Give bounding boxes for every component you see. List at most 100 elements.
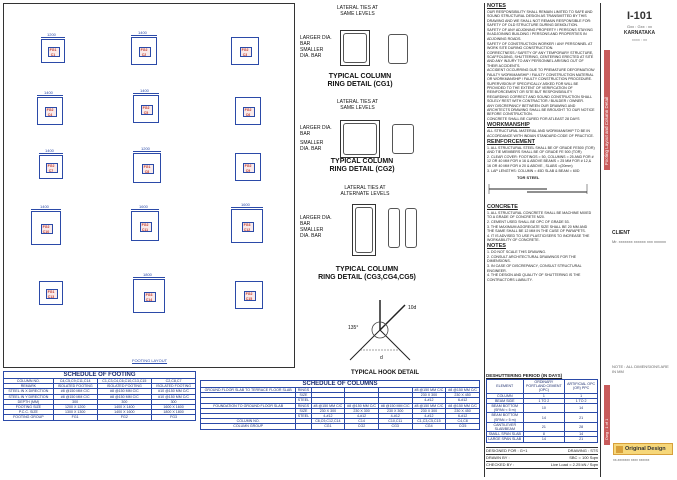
header-cell: C4,C5,C9,C11,C14 [52,377,98,385]
sbc-value: SBC = 100 Sqm [569,455,598,460]
table-cell: #8 @150 MM C/C [445,402,480,409]
general-notes: OUR RESPONSIBILITY SHALL REMAIN LIMITED … [487,10,595,121]
note-item: 1. ALL STRUCTURAL STEEL SHALL BE OF GRAD… [487,146,595,155]
live-load: Live Load = 2.25 kN / Sqm [550,462,598,467]
table-cell: #8 @150 MM C/C [445,386,480,394]
sheet-state: KARNATAKA [623,30,656,36]
table-cell: #10 @150 MM C/C [151,393,196,400]
table-cell: CG4 [411,423,447,430]
cg2-smaller-label: SMALLER DIA. BAR [300,140,324,152]
table-cell: CANTILEVER SLAB/BEAM [486,421,524,433]
table-cell: #8 @150 MM C/C [377,402,413,409]
table-cell: ISOLATED FOOTING [151,383,196,390]
table-cell: 300 [151,398,196,406]
cg3-ring [355,207,373,253]
reinforcement-notes: 1. ALL STRUCTURAL STEEL SHALL BE OF GRAD… [487,146,595,173]
column-name: C12 [243,228,251,232]
table-cell: 8 [522,431,566,438]
table-cell: 28 [564,421,598,433]
dimension-line [133,277,165,278]
note-item: 3. THE MAXIMUM AGGREGATE SIZE SHALL BE 2… [487,224,588,233]
table-cell: BEAM BOTTOM (SPAN < 5 m) [486,402,524,414]
table-cell: 1 TO 2 [522,397,566,405]
lap-diagram [488,183,588,194]
note-item: 1. DO NOT SCALE THIS DRAWING. [487,250,547,255]
note-item: OUR RESPONSIBILITY SHALL REMAIN LIMITED … [487,10,593,23]
column-box [142,164,154,174]
side-divider [600,3,601,477]
table-cell: 21 [564,412,598,423]
cg3-larger-label: LARGER DIA. BAR [300,215,332,227]
column-name: C2 [141,53,147,57]
table-cell: 230 X 450 [445,392,480,399]
table-row: STEEL IN X DIRECTION#8 @150 MM C/C#8 @15… [3,388,196,395]
dimension-note: NOTE : ALL DIMENSIONS ARE IN MM [612,364,669,374]
column-name: C7 [48,169,54,173]
column-name: C6 [245,113,251,117]
note-item: SAFETY OF ANY ADJOINING PROPERTY / PERSO… [487,28,593,41]
dimension-line [39,153,63,154]
column-box [240,47,252,57]
footing-dimension: 1400 [45,148,54,153]
cg3-title: TYPICAL COLUMN [335,266,399,273]
column-name: C9 [245,169,251,173]
footing-schedule: SCHEDULE OF FOOTING COLUMN NO.C4,C5,C9,C… [3,371,196,421]
footing-name: FG1 [143,165,151,169]
table-cell: 6-#12 [445,397,480,404]
table-cell: #8 @150 MM C/C [52,388,98,395]
drawing-code: DRAWING : STS [567,448,598,453]
brand-mark-icon [616,445,623,453]
header-cell: ARTIFICIAL OPC (OR) PPC [564,379,598,394]
concrete-title: CONCRETE [487,203,518,210]
brand-sub: xx-xxxxxxx xxxx xxxxxx [613,458,650,462]
table-cell: #8 @150 MM C/C [52,393,98,400]
table-cell: 1 TO 2 [564,397,598,405]
column-box [140,222,152,232]
hook-drawing [349,300,411,361]
table-cell: C4,C8 [445,418,480,425]
column-name: C13 [47,295,55,299]
column-box [243,107,255,117]
cg3-column-section [352,204,376,256]
table-cell: GROUND FLOOR SLAB TO TERRACE FLOOR SLAB [199,386,297,394]
dimension-line [41,37,65,38]
footing-dimension: 1400 [44,90,53,95]
table-cell: LARGE SPAN SLAB [486,436,524,443]
table-cell: 230 X 450 [445,407,480,415]
column-name: C8 [144,170,150,174]
client-panel: CLIENT Mr. xxxxxxx xxxxxx xxx xxxxxx NOT… [612,230,672,374]
footing-dimension: 1400 [138,30,147,35]
dimension-line [133,93,159,94]
footing-layout-frame [3,3,295,368]
footing-dimension: 1200 [141,146,150,151]
workmanship-title: WORKMANSHIP [487,122,530,129]
cg1-ties-label: LATERAL TIES AT SAME LEVELS [336,5,379,17]
hook-length-label: 10d [408,305,417,311]
cg2-title: TYPICAL COLUMN [330,158,394,165]
cg3-tie-shape-2 [405,208,417,248]
table-cell: CG5 [445,423,480,430]
footing-name: FG2 [140,48,148,52]
table-cell: FOOTING GROUP [3,414,54,421]
table-cell: ISOLATED FOOTING [52,383,98,390]
table-cell: 1 [564,392,598,399]
table-cell: 14 [522,412,566,423]
cg1-column-section [340,30,370,66]
cg1-tie-shape [388,34,408,64]
table-cell: FG3 [151,414,196,421]
footing-dimension: 1800 [143,272,152,277]
dimension-line [37,95,63,96]
